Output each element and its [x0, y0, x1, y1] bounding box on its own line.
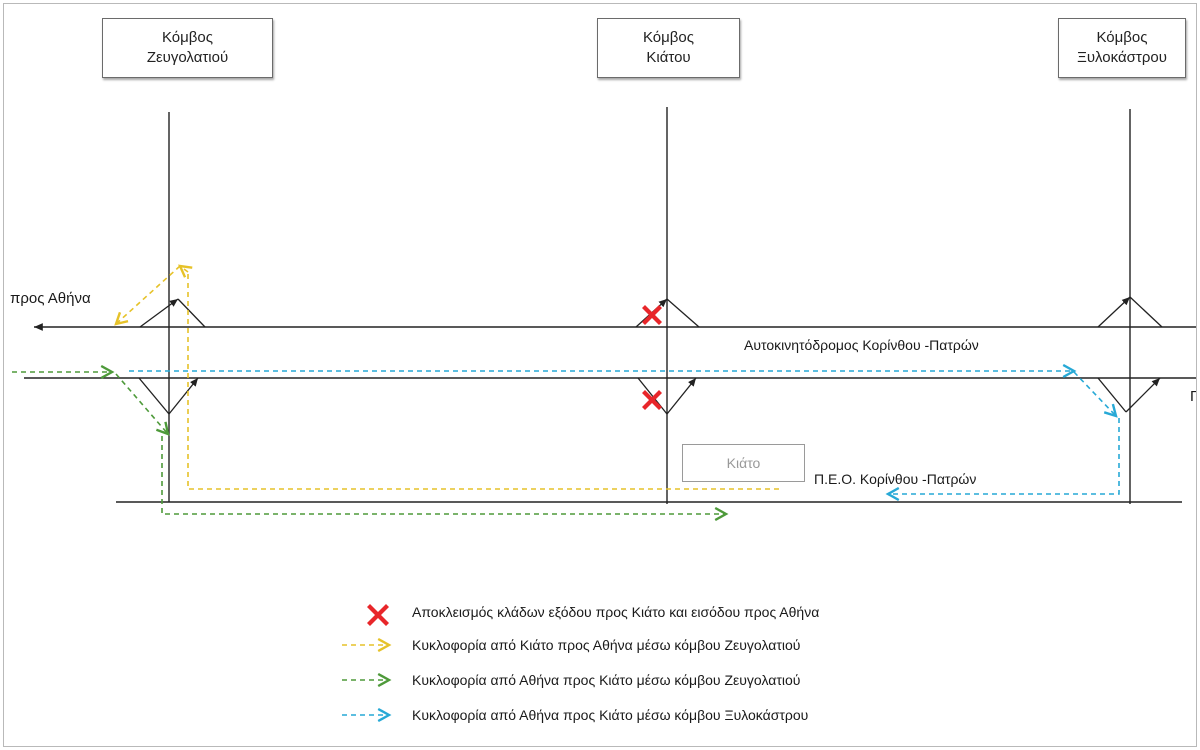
node-box-line1: Κόμβος [161, 29, 213, 46]
red-cross-icon-upper [642, 305, 662, 325]
label-motorway: Αυτοκινητόδρομος Κορίνθου -Πατρών [744, 337, 979, 353]
ramps-xylokastro [1097, 296, 1163, 413]
legend-red-cross-icon [367, 604, 389, 626]
node-box-zevgolatio: Κόμβος Ζευγολατιού [102, 18, 273, 78]
legend-text-yellow: Κυκλοφορία από Κιάτο προς Αθήνα μέσω κόμ… [412, 637, 801, 653]
route-yellow [116, 266, 779, 490]
node-box-line1: Κόμβος [642, 29, 694, 46]
node-box-line2: Ξυλοκάστρου [1077, 49, 1167, 66]
node-box-line2: Ζευγολατιού [146, 49, 229, 66]
diagram-frame: Κόμβος Ζευγολατιού Κόμβος Κιάτου Κόμβος … [3, 3, 1197, 747]
node-box-line2: Κιάτου [646, 49, 691, 66]
route-cyan [129, 371, 1120, 494]
ramps-zevgolatio [138, 298, 206, 415]
label-old-road: Π.Ε.Ο. Κορίνθου -Πατρών [814, 471, 977, 487]
legend-text-green: Κυκλοφορία από Αθήνα προς Κιάτο μέσω κόμ… [412, 672, 801, 688]
traffic-diagram [12, 107, 1196, 747]
legend-text-cyan: Κυκλοφορία από Αθήνα προς Κιάτο μέσω κόμ… [412, 707, 809, 723]
kiato-town-label: Κιάτο [726, 455, 761, 471]
kiato-town-box: Κιάτο [682, 444, 805, 482]
node-box-line1: Κόμβος [1096, 29, 1148, 46]
label-cut-right: Π [1190, 388, 1196, 405]
node-box-xylokastro: Κόμβος Ξυλοκάστρου [1058, 18, 1186, 78]
route-green [12, 372, 726, 514]
label-pros-athina: προς Αθήνα [10, 290, 91, 307]
node-box-kiato: Κόμβος Κιάτου [597, 18, 740, 78]
legend-text-closure: Αποκλεισμός κλάδων εξόδου προς Κιάτο και… [412, 604, 820, 620]
red-cross-icon-lower [642, 390, 662, 410]
